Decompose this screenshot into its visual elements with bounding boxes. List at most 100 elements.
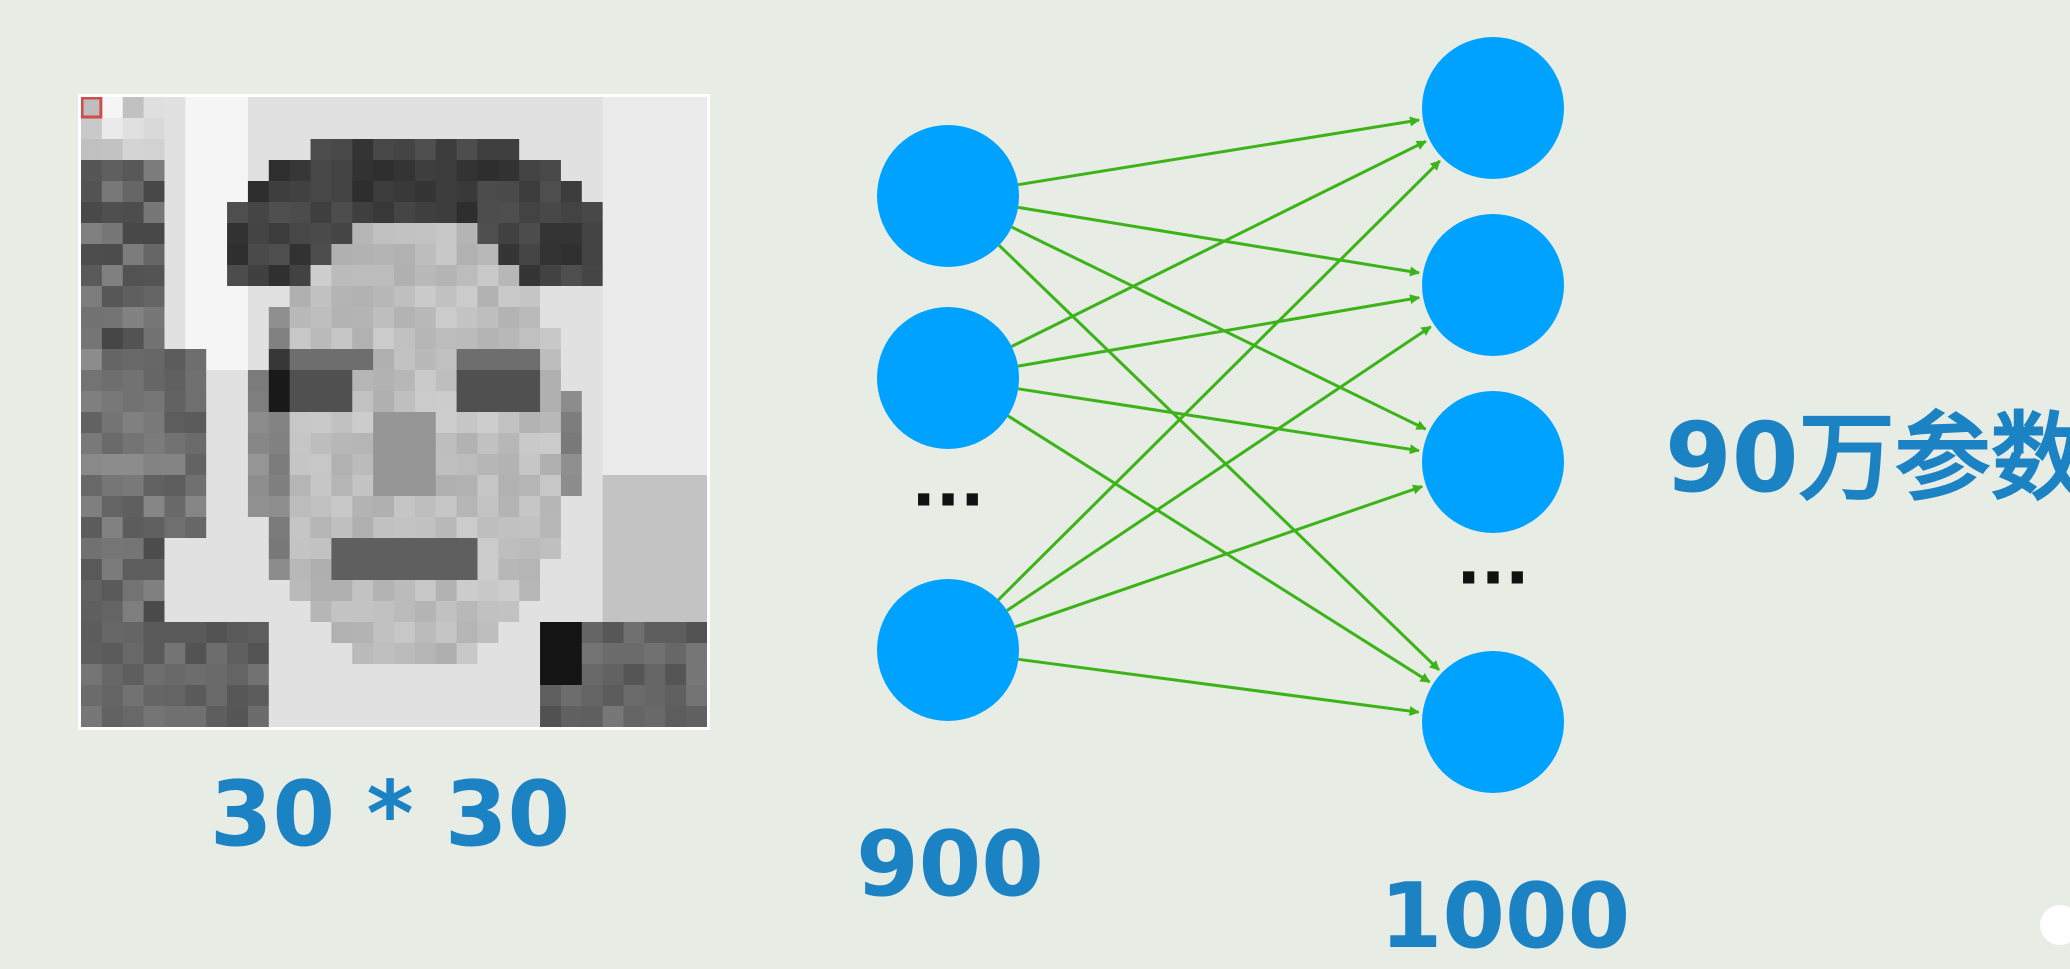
- image-pixel: [352, 97, 374, 119]
- image-pixel: [560, 601, 583, 623]
- image-pixel: [498, 97, 520, 119]
- image-pixel: [581, 265, 604, 287]
- image-pixel: [477, 265, 499, 287]
- image-pixel: [581, 160, 604, 182]
- image-pixel: [602, 349, 625, 371]
- image-pixel: [581, 370, 604, 392]
- image-pixel: [665, 580, 687, 602]
- image-pixel: [394, 685, 416, 707]
- image-pixel: [581, 475, 604, 497]
- image-pixel: [122, 580, 145, 602]
- input-neuron-count: 900: [856, 812, 1044, 917]
- image-pixel: [414, 412, 437, 434]
- image-pixel: [164, 349, 186, 371]
- image-pixel: [185, 433, 207, 455]
- image-pixel: [247, 643, 270, 665]
- image-pixel: [331, 181, 353, 203]
- image-pixel: [227, 328, 249, 350]
- image-pixel: [352, 517, 374, 539]
- image-pixel: [498, 349, 520, 371]
- image-pixel: [101, 496, 124, 518]
- image-pixel: [665, 349, 687, 371]
- image-pixel: [560, 433, 583, 455]
- image-pixel: [143, 412, 166, 434]
- image-pixel: [101, 160, 124, 182]
- image-pixel: [164, 580, 186, 602]
- image-pixel: [247, 454, 270, 476]
- image-pixel: [623, 160, 645, 182]
- image-pixel: [247, 496, 270, 518]
- image-pixel: [122, 244, 145, 266]
- image-pixel: [435, 496, 458, 518]
- image-pixel: [519, 643, 541, 665]
- image-pixel: [331, 538, 353, 560]
- image-pixel: [185, 307, 207, 329]
- image-pixel: [394, 391, 416, 413]
- image-pixel: [331, 118, 353, 140]
- image-pixel: [644, 706, 666, 727]
- connection-arrow: [1007, 414, 1431, 684]
- image-pixel: [143, 97, 166, 119]
- image-pixel: [560, 475, 583, 497]
- image-pixel: [435, 643, 458, 665]
- image-pixel: [373, 538, 395, 560]
- image-pixel: [540, 391, 562, 413]
- image-pixel: [644, 685, 666, 707]
- image-pixel: [665, 328, 687, 350]
- image-pixel: [414, 706, 437, 727]
- image-pixel: [519, 160, 541, 182]
- image-pixel: [560, 160, 583, 182]
- image-pixel: [519, 286, 541, 308]
- image-pixel: [540, 118, 562, 140]
- image-pixel: [289, 118, 312, 140]
- image-pixel: [122, 223, 145, 245]
- image-pixel: [206, 454, 228, 476]
- image-pixel: [164, 685, 186, 707]
- image-pixel: [289, 307, 312, 329]
- image-pixel: [623, 643, 645, 665]
- image-pixel: [122, 118, 145, 140]
- image-pixel: [414, 601, 437, 623]
- image-pixel: [122, 685, 145, 707]
- image-pixel: [352, 307, 374, 329]
- image-pixel: [644, 223, 666, 245]
- image-pixel: [665, 433, 687, 455]
- image-pixel: [435, 706, 458, 727]
- image-pixel: [477, 475, 499, 497]
- image-pixel: [289, 244, 312, 266]
- image-pixel: [81, 307, 103, 329]
- image-pixel: [477, 601, 499, 623]
- image-pixel: [81, 181, 103, 203]
- image-pixel: [519, 559, 541, 581]
- image-pixel: [498, 202, 520, 224]
- image-pixel: [227, 286, 249, 308]
- image-pixel: [268, 643, 291, 665]
- image-pixel: [435, 391, 458, 413]
- output-neuron: [1422, 37, 1564, 179]
- image-pixel: [644, 181, 666, 203]
- image-pixel: [644, 244, 666, 266]
- image-pixel: [81, 286, 103, 308]
- image-pixel: [122, 433, 145, 455]
- image-pixel: [143, 496, 166, 518]
- image-pixel: [414, 160, 437, 182]
- image-pixel: [122, 328, 145, 350]
- image-pixel: [456, 181, 479, 203]
- image-pixel: [101, 307, 124, 329]
- image-pixel: [81, 643, 103, 665]
- image-pixel: [206, 475, 228, 497]
- image-pixel: [122, 181, 145, 203]
- image-pixel: [540, 223, 562, 245]
- image-pixel: [477, 244, 499, 266]
- image-pixel: [602, 160, 625, 182]
- image-pixel: [143, 454, 166, 476]
- image-pixel: [560, 181, 583, 203]
- image-pixel: [623, 601, 645, 623]
- image-pixel: [164, 559, 186, 581]
- image-pixel: [602, 181, 625, 203]
- image-pixel: [435, 139, 458, 161]
- image-pixel: [352, 559, 374, 581]
- image-pixel: [164, 265, 186, 287]
- image-pixel: [456, 622, 479, 644]
- image-pixel: [373, 664, 395, 686]
